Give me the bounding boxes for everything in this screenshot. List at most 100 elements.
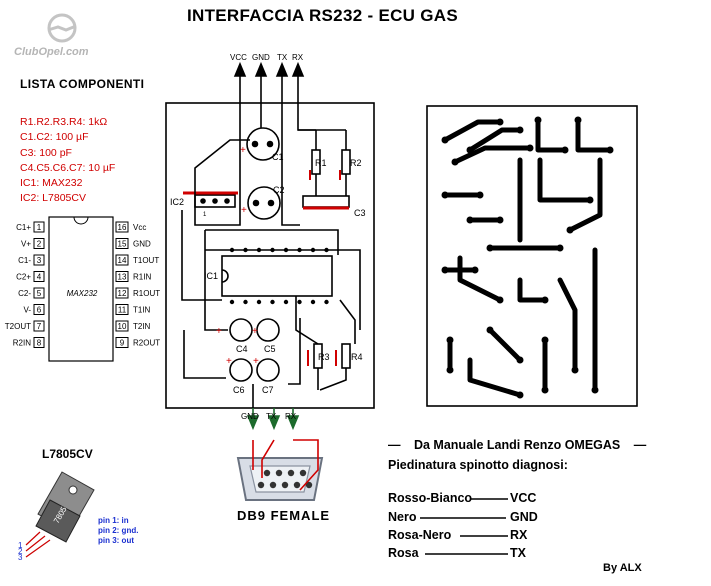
- ic1-pin-dot: [270, 299, 275, 305]
- gnd-label: GND: [252, 53, 270, 62]
- r3-label: R3: [318, 352, 330, 362]
- bottom-rx-label: RX: [285, 412, 297, 421]
- max232-pin-box: [33, 238, 45, 249]
- component-item: C4.C5.C6.C7: 10 µF: [20, 162, 116, 174]
- pcb-layout: [426, 105, 638, 407]
- regulator-pin-num: 1: [18, 541, 23, 550]
- c2-capacitor: [247, 186, 281, 220]
- ic1-pin-dot: [310, 247, 316, 253]
- notes-source: — Da Manuale Landi Renzo OMEGAS —: [388, 438, 646, 452]
- logo-text: ClubOpel.com: [14, 46, 89, 58]
- c2-label: C2: [273, 185, 285, 195]
- regulator-body: [35, 499, 81, 543]
- bottom-signal-arrows: [246, 408, 300, 431]
- c6-plus: +: [226, 356, 232, 367]
- regulator-pin-note: pin 3: out: [98, 536, 134, 545]
- max232-pin-label: T1IN: [133, 306, 151, 315]
- pcb-pad: [496, 296, 504, 304]
- ic1-pin-dot: [324, 247, 329, 253]
- pcb-pad: [441, 191, 449, 199]
- pcb-pad: [441, 136, 449, 144]
- rx-label: RX: [292, 53, 304, 62]
- ic1-label: IC1: [204, 271, 218, 281]
- pcb-pad: [541, 386, 549, 394]
- r2-label: R2: [350, 158, 362, 168]
- db9-pin: [299, 469, 307, 477]
- components-heading: LISTA COMPONENTI: [20, 77, 145, 91]
- max232-pin-box: [33, 271, 45, 282]
- max232-pin-label: C1+: [16, 223, 31, 232]
- db9-pin: [263, 469, 271, 477]
- db9-pin: [275, 469, 283, 477]
- component-item: IC1: MAX232: [20, 177, 83, 189]
- max232-pin-number: 9: [120, 339, 125, 348]
- wiring-color: Rosso-Bianco: [388, 491, 473, 505]
- wiring-signal: GND: [510, 510, 538, 524]
- pcb-pad: [541, 336, 549, 344]
- pcb-pad: [446, 336, 454, 344]
- schematic-labels: VCC GND TX RX GND TX RX C1 C2 C3 C4 C5 C…: [170, 53, 366, 421]
- db9-pin: [269, 481, 277, 489]
- component-item: C3: 100 pF: [20, 147, 72, 159]
- pcb-pad: [471, 266, 479, 274]
- regulator-title: L7805CV: [42, 447, 93, 461]
- max232-pin-label: T1OUT: [133, 256, 159, 265]
- max232-pin-box: [33, 304, 45, 315]
- max232-pin-number: 5: [37, 289, 42, 298]
- c2-plus: +: [241, 205, 247, 216]
- max232-pin-number: 16: [118, 223, 127, 232]
- max232-pin-box: [115, 254, 129, 266]
- max232-pin-number: 12: [118, 289, 127, 298]
- regulator-hole: [68, 485, 78, 495]
- max232-pin-label: R2OUT: [133, 339, 160, 348]
- board-outline: [165, 102, 375, 409]
- max232-pin-label: R1IN: [133, 273, 151, 282]
- ic1-footprint: [221, 255, 333, 297]
- pcb-pad: [606, 146, 614, 154]
- ic2-pin1-label: 1: [203, 212, 207, 218]
- pcb-pad: [516, 126, 524, 134]
- c6-capacitor: [229, 358, 253, 382]
- max232-pin-box: [115, 337, 129, 348]
- regulator-pin-num: 3: [18, 553, 23, 562]
- c3-label: C3: [354, 208, 366, 218]
- r2-resistor: [341, 149, 351, 175]
- tx-label: TX: [277, 53, 288, 62]
- red-wire-marks: [307, 170, 341, 366]
- max232-pin-box: [33, 221, 45, 233]
- c7-plus: +: [253, 356, 259, 367]
- c5-label: C5: [264, 344, 276, 354]
- component-item: R1.R2.R3.R4: 1kΩ: [20, 116, 108, 128]
- c5-capacitor: [256, 318, 280, 342]
- max232-notch: [73, 216, 89, 225]
- pcb-pad: [466, 146, 474, 154]
- pcb-pad: [574, 116, 582, 124]
- wiring-leader-lines: [420, 498, 508, 555]
- db9-pin: [305, 481, 313, 489]
- connector-label: DB9 FEMALE: [237, 508, 331, 523]
- pcb-pad: [516, 391, 524, 399]
- pcb-pad: [534, 116, 542, 124]
- opel-logo-icon: [47, 13, 77, 43]
- dash-left: —: [388, 438, 401, 452]
- max232-pin-label: R1OUT: [133, 289, 160, 298]
- max232-pin-number: 7: [37, 322, 42, 331]
- pcb-pad: [586, 196, 594, 204]
- bottom-tx-label: TX: [266, 412, 277, 421]
- ic2-label: IC2: [170, 197, 184, 207]
- max232-pinout: MAX232 1C1+2V+3C1-4C2+5C2-6V-7T2OUT8R2IN…: [5, 216, 160, 362]
- max232-pin-box: [115, 271, 129, 282]
- max232-pin-number: 6: [37, 306, 42, 315]
- ic1-pin-dot: [243, 299, 248, 305]
- regulator-pin-note: pin 2: gnd.: [98, 526, 139, 535]
- c5-plus: +: [252, 326, 258, 337]
- max232-pin-box: [115, 304, 129, 315]
- max232-pin-label: C2-: [18, 289, 31, 298]
- schematic-board: [165, 61, 375, 409]
- regulator-drawing: 7805 1 2 3: [18, 471, 95, 562]
- max232-pin-box: [115, 320, 129, 332]
- pcb-pad: [476, 191, 484, 199]
- max232-pin-number: 3: [37, 256, 42, 265]
- c7-label: C7: [262, 385, 274, 395]
